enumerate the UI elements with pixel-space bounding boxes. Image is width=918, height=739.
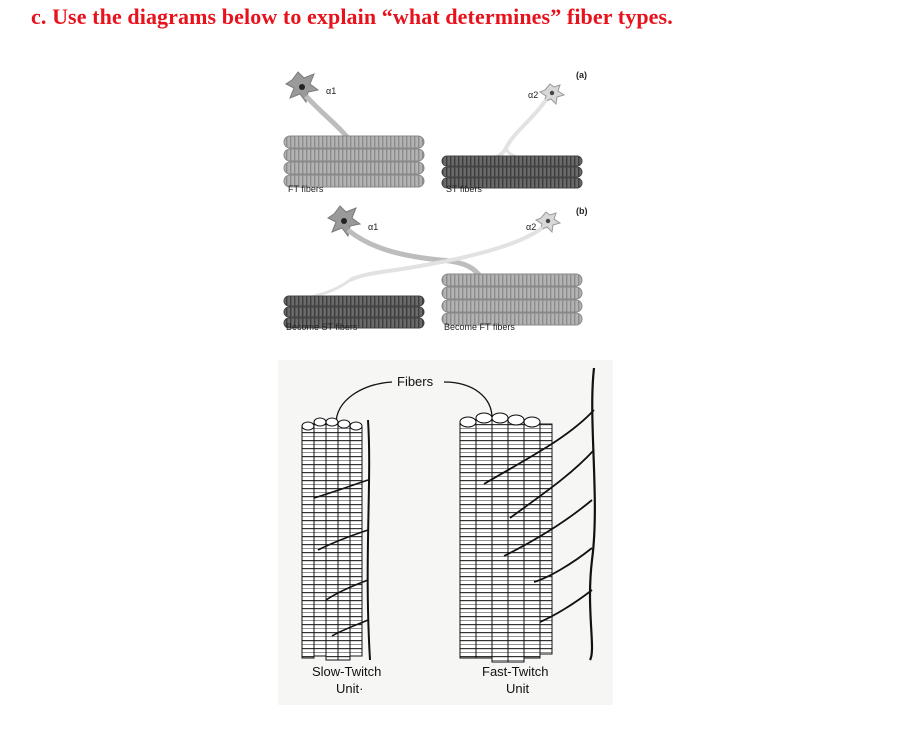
st-fibers-label: ST fibers (446, 184, 482, 194)
fibers-leader-right (443, 381, 493, 419)
alpha2-neuron-a (469, 83, 566, 164)
panel-b-tag: (b) (576, 206, 588, 216)
fast-twitch-label-1: Fast-Twitch (482, 664, 548, 679)
slow-twitch-label-1: Slow-Twitch (312, 664, 381, 679)
cross-innervation-figure: (a) α1 FT fibers α2 (283, 70, 588, 332)
alpha1-label-a: α1 (326, 86, 336, 96)
fibers-label: Fibers (397, 374, 434, 389)
panel-a-tag: (a) (576, 70, 587, 80)
question-heading: c. Use the diagrams below to explain “wh… (31, 4, 673, 29)
panel-a: (a) α1 FT fibers α2 (283, 70, 587, 194)
alpha2-label-a: α2 (528, 90, 538, 100)
slow-twitch-label-2: Unit· (336, 681, 363, 696)
slow-twitch-bundle (301, 417, 371, 661)
become-st-label: Become ST fibers (286, 322, 358, 332)
become-st-fibers-bundle (283, 295, 425, 329)
alpha2-label-b: α2 (526, 222, 536, 232)
ft-fibers-bundle (283, 135, 425, 188)
fibers-leader-left (335, 381, 393, 425)
become-ft-label: Become FT fibers (444, 322, 515, 332)
motor-units-figure: Fibers Slow-Twitch Unit· (278, 360, 613, 705)
alpha1-label-b: α1 (368, 222, 378, 232)
panel-b: (b) α1 α2 Become ST fibers (283, 205, 588, 332)
fast-twitch-bundle (459, 367, 596, 663)
fast-twitch-label-2: Unit (506, 681, 530, 696)
st-fibers-bundle (441, 155, 583, 189)
become-ft-fibers-bundle (441, 273, 583, 326)
ft-fibers-label: FT fibers (288, 184, 324, 194)
